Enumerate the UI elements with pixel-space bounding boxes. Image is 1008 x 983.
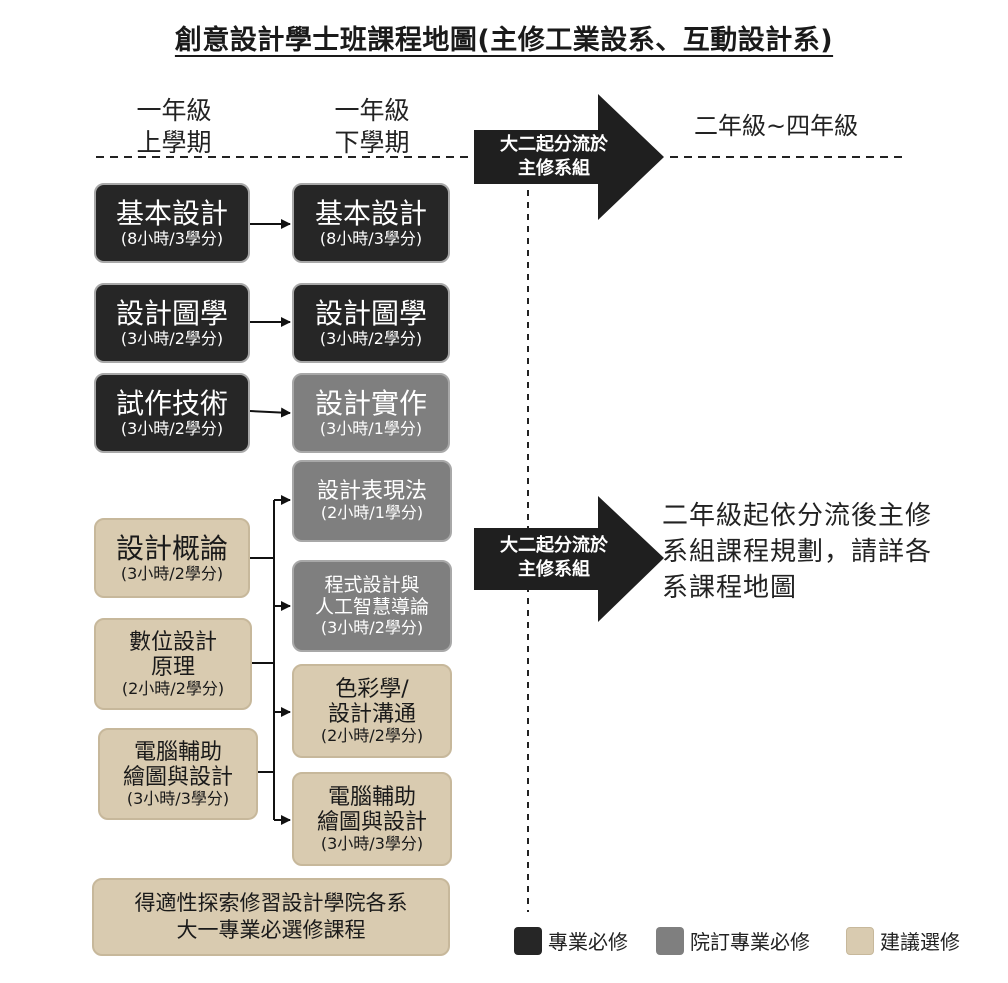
header-year1-sem2-line2: 下學期 (334, 128, 410, 157)
header-year1-sem2-line1: 一年級 (334, 96, 410, 125)
course-design-expression: 設計表現法 (2小時/1學分) (292, 460, 452, 542)
split-label-middle: 大二起分流於 主修系組 (474, 534, 634, 582)
header-year1-sem2: 一年級 下學期 (302, 95, 442, 159)
course-basic-design-sem1: 基本設計 (8小時/3學分) (94, 183, 250, 263)
split-label-middle-line2: 主修系組 (518, 559, 590, 580)
course-name-line2: 繪圖與設計 (122, 764, 233, 790)
grade2-note-line3: 系課程地圖 (662, 573, 798, 603)
course-name-line1: 數位設計 (128, 629, 217, 655)
course-hours: (3小時/2學分) (320, 617, 424, 637)
course-design-graphics-sem1: 設計圖學 (3小時/2學分) (94, 283, 250, 363)
course-name: 設計圖學 (115, 296, 228, 330)
split-arrow-middle (474, 496, 664, 622)
course-hours: (8小時/3學分) (120, 228, 224, 248)
grade2-plan-note: 二年級起依分流後主修 系組課程規劃，請詳各 系課程地圖 (662, 498, 962, 606)
header-year1-sem1-line2: 上學期 (136, 128, 212, 157)
course-design-introduction: 設計概論 (3小時/2學分) (94, 518, 250, 598)
header-year2-4: 二年級~四年級 (694, 112, 859, 140)
course-hours: (3小時/3學分) (320, 834, 424, 854)
course-name: 基本設計 (314, 196, 427, 230)
course-hours: (2小時/2學分) (121, 679, 225, 699)
course-programming-ai: 程式設計與 人工智慧導論 (3小時/2學分) (292, 560, 452, 652)
page-title: 創意設計學士班課程地圖(主修工業設系、互動設計系) (174, 25, 834, 56)
legend-college-required: 院訂專業必修 (656, 926, 810, 955)
explore-courses-note: 得適性探索修習設計學院各系 大一專業必選修課程 (92, 878, 450, 956)
legend-swatch-required (514, 926, 542, 955)
split-label-top: 大二起分流於 主修系組 (474, 133, 634, 181)
course-name-line1: 電腦輔助 (327, 784, 416, 810)
course-color-communication: 色彩學/ 設計溝通 (2小時/2學分) (292, 664, 452, 758)
course-cad-sem1: 電腦輔助 繪圖與設計 (3小時/3學分) (98, 728, 258, 820)
course-design-graphics-sem2: 設計圖學 (3小時/2學分) (292, 283, 450, 363)
legend-label: 院訂專業必修 (690, 930, 810, 954)
course-name-line1: 色彩學/ (335, 676, 409, 702)
legend-label: 建議選修 (880, 930, 960, 954)
explore-note-line1: 得適性探索修習設計學院各系 (134, 890, 408, 915)
course-name: 設計表現法 (316, 479, 427, 505)
course-name: 設計圖學 (314, 296, 427, 330)
grade2-note-line2: 系組課程規劃，請詳各 (662, 537, 933, 567)
split-label-top-line1: 大二起分流於 (500, 134, 608, 155)
explore-note-line2: 大一專業必選修課程 (176, 918, 366, 942)
legend-swatch-elective (846, 926, 874, 955)
legend-swatch-college-required (656, 926, 684, 955)
grade2-note-line1: 二年級起依分流後主修 (662, 501, 933, 531)
legend-label: 專業必修 (548, 930, 628, 954)
course-basic-design-sem2: 基本設計 (8小時/3學分) (292, 183, 450, 263)
course-hours: (3小時/3學分) (126, 789, 230, 809)
header-year1-sem1: 一年級 上學期 (104, 95, 244, 159)
split-label-middle-line1: 大二起分流於 (500, 535, 608, 556)
course-hours: (3小時/2學分) (120, 563, 224, 583)
course-name: 設計實作 (314, 386, 427, 420)
course-name-line1: 電腦輔助 (133, 739, 222, 765)
course-hours: (3小時/2學分) (319, 328, 423, 348)
course-cad-sem2: 電腦輔助 繪圖與設計 (3小時/3學分) (292, 772, 452, 866)
course-name-line2: 繪圖與設計 (316, 809, 427, 835)
course-name: 試作技術 (115, 386, 228, 420)
split-label-top-line2: 主修系組 (518, 158, 590, 179)
course-hours: (2小時/1學分) (320, 503, 424, 523)
course-name-line2: 設計溝通 (327, 701, 416, 727)
course-hours: (8小時/3學分) (319, 228, 423, 248)
course-name: 基本設計 (115, 196, 228, 230)
course-name-line1: 程式設計與 (324, 573, 420, 596)
header-year1-sem1-line1: 一年級 (136, 96, 212, 125)
legend-required: 專業必修 (514, 926, 628, 955)
legend-elective: 建議選修 (846, 926, 960, 955)
course-name-line2: 原理 (150, 654, 195, 680)
arrow-prototype (249, 407, 291, 418)
course-hours: (2小時/2學分) (320, 726, 424, 746)
split-arrow-top (474, 94, 664, 220)
course-name: 設計概論 (115, 531, 228, 565)
course-design-practice: 設計實作 (3小時/1學分) (292, 373, 450, 453)
course-hours: (3小時/2學分) (120, 418, 224, 438)
course-name-line2: 人工智慧導論 (314, 595, 429, 618)
course-hours: (3小時/2學分) (120, 328, 224, 348)
course-prototype-technique: 試作技術 (3小時/2學分) (94, 373, 250, 453)
course-hours: (3小時/1學分) (319, 418, 423, 438)
course-digital-design-principles: 數位設計 原理 (2小時/2學分) (94, 618, 252, 710)
